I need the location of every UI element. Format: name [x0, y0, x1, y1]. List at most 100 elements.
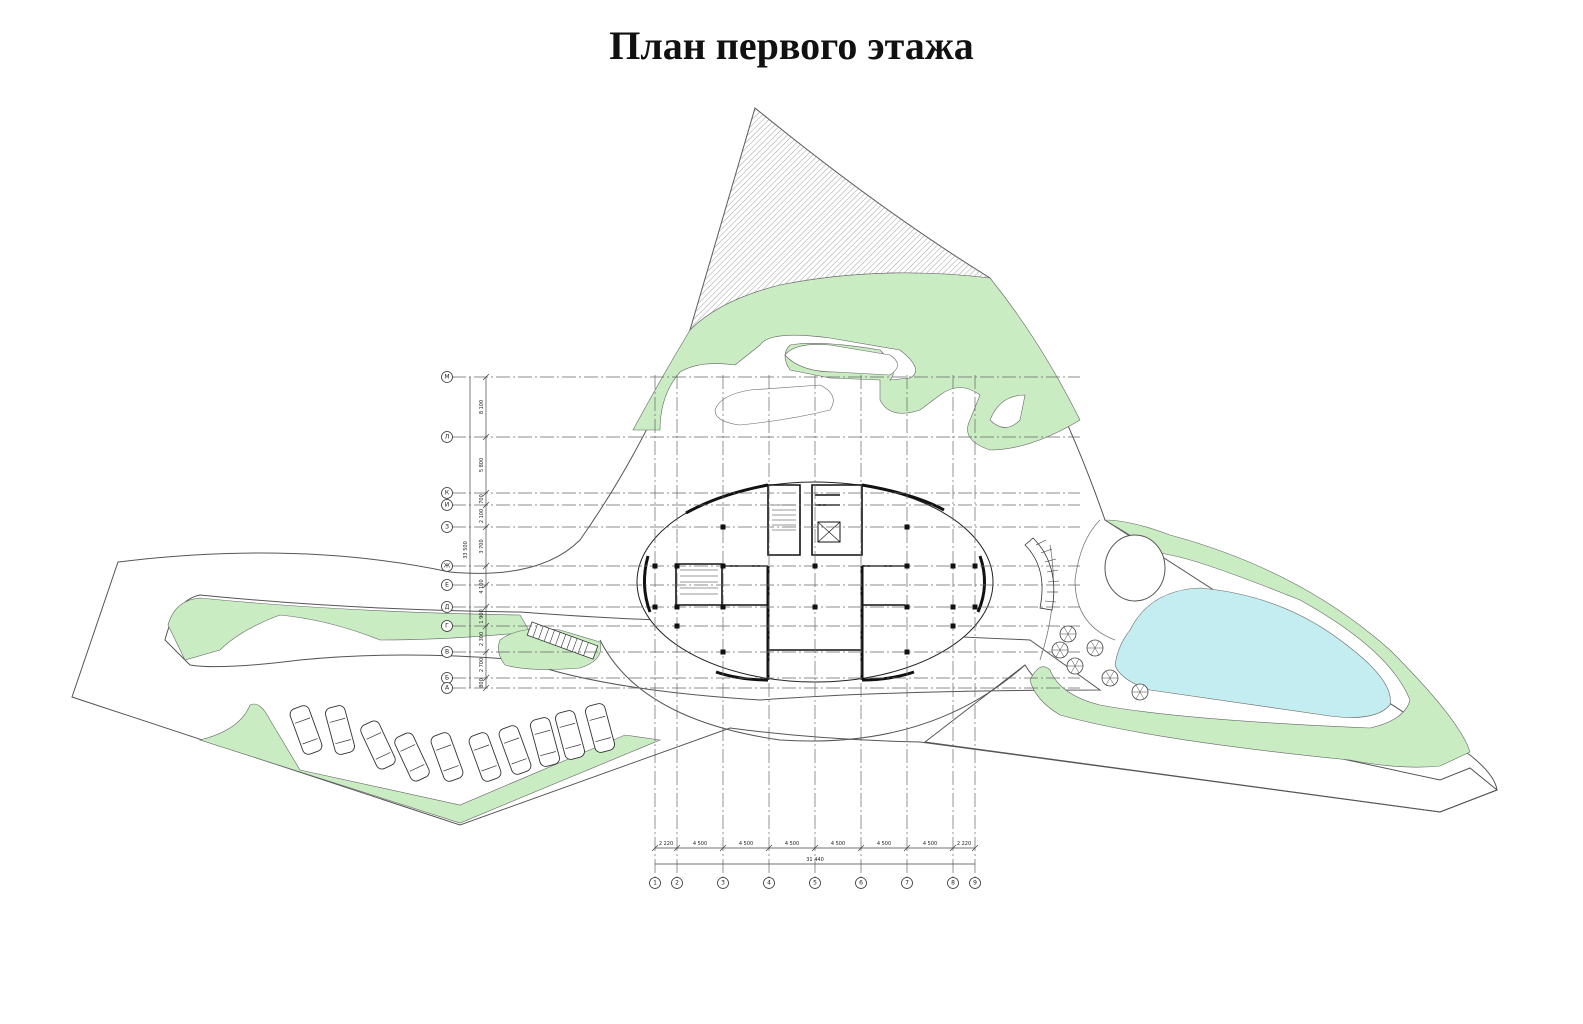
structural-column [812, 563, 818, 569]
row-bubble-label: Б [445, 675, 449, 682]
east-lawn [1029, 519, 1471, 768]
row-bubble-Д: Д [441, 601, 453, 613]
structural-column [674, 563, 680, 569]
car-symbol [289, 705, 323, 755]
row-bubble-label: М [444, 374, 449, 381]
column-bubble-label: 5 [813, 880, 817, 887]
row-bubble-Л: Л [441, 431, 453, 443]
tree-symbol [1066, 657, 1084, 675]
dimension-label: 2 700 [479, 658, 485, 672]
structural-column [720, 563, 726, 569]
stairs-east [1024, 537, 1060, 611]
dimension-label: 5 800 [479, 458, 485, 472]
car-symbol [325, 705, 355, 755]
row-bubble-label: В [445, 649, 449, 656]
structural-column [950, 563, 956, 569]
structural-column [972, 563, 978, 569]
dimension-tick [765, 844, 773, 852]
column-bubble-4: 4 [763, 877, 775, 889]
structural-column [904, 604, 910, 610]
dimension-tick [903, 844, 911, 852]
dimension-tick [857, 844, 865, 852]
column-bubble-label: 1 [653, 880, 657, 887]
dimension-tick [482, 603, 490, 611]
dimension-label: 2 100 [479, 509, 485, 523]
column-bubble-7: 7 [901, 877, 913, 889]
column-bubble-1: 1 [649, 877, 661, 889]
dimension-label: 1 900 [479, 609, 485, 623]
trees [1051, 625, 1149, 701]
dimension-label: 4 100 [479, 579, 485, 593]
structural-column [950, 604, 956, 610]
dimension-label: 2 220 [957, 841, 971, 847]
dimension-tick [719, 844, 727, 852]
dimension-tick [971, 844, 979, 852]
dimension-tick [482, 622, 490, 630]
row-bubble-Г: Г [441, 620, 453, 632]
column-bubble-6: 6 [855, 877, 867, 889]
row-bubble-Е: Е [441, 579, 453, 591]
row-bubble-label: К [445, 490, 450, 497]
column-bubble-5: 5 [809, 877, 821, 889]
dimension-label: 4 500 [923, 841, 937, 847]
west-path [164, 594, 1102, 701]
row-bubble-Б: Б [441, 672, 453, 684]
parking-cars [289, 703, 615, 782]
dimension-tick [482, 373, 490, 381]
structural-column [720, 524, 726, 530]
dimension-label: 4 500 [785, 841, 799, 847]
dimension-label: 700 [479, 494, 485, 504]
row-bubble-В: В [441, 646, 453, 658]
row-bubble-label: Л [445, 434, 450, 441]
lawn-island-1 [714, 384, 834, 426]
dimension-label: 8 100 [479, 400, 485, 414]
tree-symbol [1101, 669, 1119, 687]
structural-column [652, 563, 658, 569]
column-bubble-8: 8 [947, 877, 959, 889]
column-bubble-9: 9 [969, 877, 981, 889]
row-axis-bubbles: М Л КИ З Ж ЕДГ В БА [441, 371, 453, 694]
structural-column [674, 604, 680, 610]
column-bubble-label: 4 [767, 880, 771, 887]
row-bubble-М: М [441, 371, 453, 383]
dimension-tick [482, 581, 490, 589]
row-bubble-label: Ж [444, 563, 451, 570]
tree-symbol [1059, 625, 1077, 643]
dimension-label: 3 700 [479, 539, 485, 553]
parking-lawn [198, 703, 662, 824]
structural-column [652, 604, 658, 610]
dimension-tick [482, 562, 490, 570]
dimension-tick [949, 844, 957, 852]
dimension-tick [482, 684, 490, 692]
dimension-tick [811, 844, 819, 852]
structural-column [720, 649, 726, 655]
pond [1114, 587, 1391, 718]
lawn-island-3 [989, 394, 1026, 428]
dimension-total-label: 31 440 [806, 857, 824, 863]
structural-column [904, 524, 910, 530]
dimension-tick [482, 501, 490, 509]
car-symbol [585, 703, 615, 753]
dimension-tick [482, 523, 490, 531]
row-bubble-label: З [445, 524, 449, 531]
west-lawn-1 [167, 597, 531, 661]
car-symbol [530, 717, 560, 767]
car-symbol [468, 732, 502, 782]
tree-symbol [1051, 641, 1069, 659]
row-bubble-label: И [445, 502, 450, 509]
dimension-tick [482, 489, 490, 497]
structural-column [720, 604, 726, 610]
structural-columns [652, 524, 978, 655]
dimension-label: 4 500 [739, 841, 753, 847]
stairs-west [526, 621, 599, 660]
terrace-outline [599, 639, 1026, 742]
row-bubble-А: А [441, 682, 453, 694]
east-walkway [1074, 519, 1116, 641]
structural-column [904, 649, 910, 655]
structural-column [812, 604, 818, 610]
car-symbol [394, 732, 430, 782]
